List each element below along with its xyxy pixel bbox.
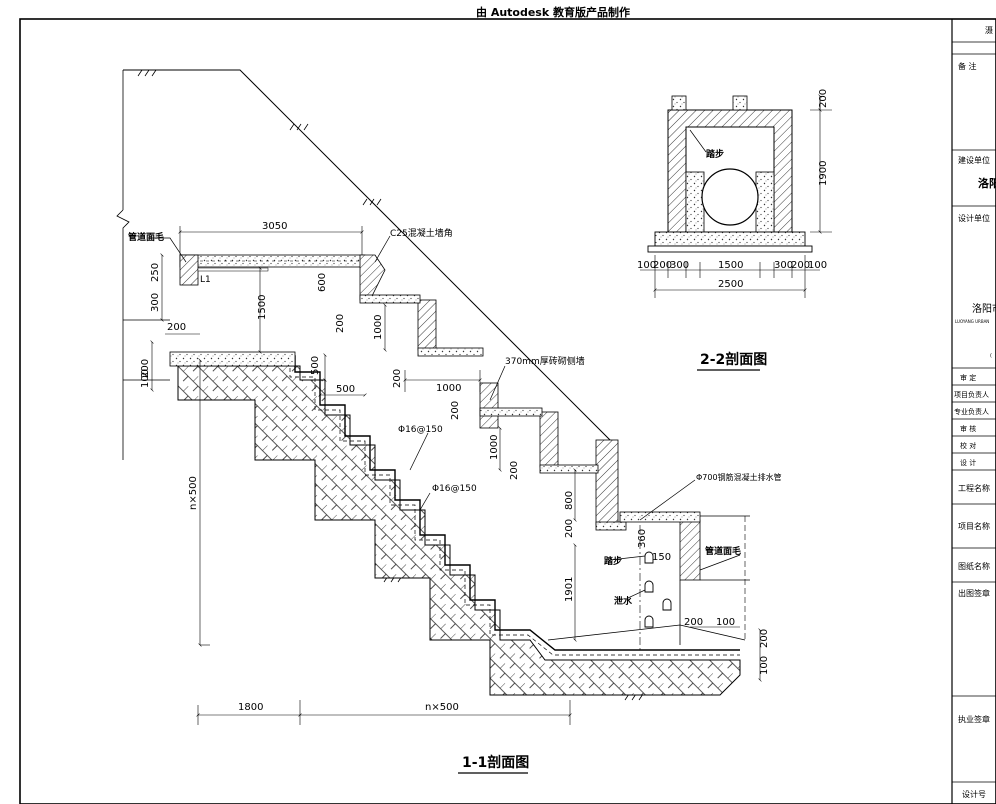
section-2-2: 踏步 200 1900 100 200 300 1500 300 200 100… bbox=[637, 89, 832, 371]
tb-row-4: 校 对 bbox=[960, 441, 976, 450]
tb-designer-label: 设计单位 bbox=[958, 213, 990, 223]
dim-500b: 500 bbox=[336, 384, 355, 395]
tb-row-3: 审 核 bbox=[960, 424, 976, 433]
chamber-2-2-base bbox=[654, 231, 806, 247]
tb-row-1: 项目负责人 bbox=[954, 390, 989, 399]
label-rebar-a: Φ16@150 bbox=[398, 425, 443, 435]
dim-1000c: 1000 bbox=[489, 435, 500, 460]
tb-license-seal: 执业签章 bbox=[958, 714, 990, 724]
chamber-2-2-cap-left bbox=[671, 95, 687, 111]
dimension-lines bbox=[150, 226, 762, 725]
dim-2-2-b100a: 100 bbox=[637, 260, 656, 271]
tb-row-0: 审 定 bbox=[960, 373, 976, 382]
dim-100c: 100 bbox=[759, 656, 770, 675]
label-drain-hole-side: 管道面毛 bbox=[705, 545, 741, 557]
dim-2-2-200: 200 bbox=[818, 89, 829, 108]
dim-200i: 200 bbox=[759, 629, 770, 648]
dim-150: 150 bbox=[652, 552, 671, 563]
dim-200b: 200 bbox=[140, 359, 151, 378]
rebar-line-outer bbox=[170, 355, 740, 651]
dim-100: 100 bbox=[140, 369, 151, 388]
dim-300: 300 bbox=[150, 293, 161, 312]
dim-1901: 1901 bbox=[564, 577, 575, 602]
label-step-rung: 踏步 bbox=[604, 555, 622, 567]
dim-2-2-b100b: 100 bbox=[808, 260, 827, 271]
dim-3050: 3050 bbox=[262, 221, 287, 232]
chamber-cover bbox=[619, 511, 701, 523]
dim-2-2-b200b: 200 bbox=[791, 260, 810, 271]
dim-nx500-v: n×500 bbox=[188, 476, 199, 510]
label-pipe-700: Φ700钢筋混凝土排水管 bbox=[696, 472, 782, 482]
title-block: 滠 备 注 建设单位 洛阳 设计单位 洛阳市 LUOYANG URBAN ( 审… bbox=[952, 26, 996, 799]
tb-client-label: 建设单位 bbox=[958, 155, 990, 165]
dim-100b: 100 bbox=[716, 617, 735, 628]
tb-design-no: 设计号 bbox=[962, 789, 986, 799]
dim-1000b: 1000 bbox=[436, 383, 461, 394]
label-weep: 泄水 bbox=[614, 595, 633, 607]
dim-1500: 1500 bbox=[257, 295, 268, 320]
pipe-2-2 bbox=[701, 168, 759, 226]
dim-200e: 200 bbox=[450, 401, 461, 420]
dim-200a: 200 bbox=[167, 322, 186, 333]
dim-nx500-h: n×500 bbox=[425, 702, 459, 713]
tb-top: 滠 bbox=[985, 26, 993, 35]
tb-designer-sub: LUOYANG URBAN bbox=[955, 319, 989, 324]
section-2-2-title: 2-2剖面图 bbox=[700, 351, 767, 368]
dim-200d: 200 bbox=[392, 369, 403, 388]
step-rungs bbox=[644, 551, 672, 628]
step-slabs bbox=[359, 294, 627, 531]
label-concrete-corner: C25混凝土墙角 bbox=[390, 227, 453, 239]
dim-200f: 200 bbox=[509, 461, 520, 480]
dim-500a: 500 bbox=[310, 356, 321, 375]
rebar-line-inner bbox=[170, 361, 740, 656]
tb-small-mark: ( bbox=[990, 353, 992, 359]
section-1-1: 管道面毛 C25混凝土墙角 L1 370mm厚砖砌侧墙 Φ16@150 Φ16@… bbox=[116, 69, 782, 774]
label-wall-370: 370mm厚砖砌侧墙 bbox=[505, 355, 585, 367]
tb-row-5: 设 计 bbox=[960, 458, 976, 467]
break-symbol bbox=[116, 209, 130, 250]
section-1-1-title: 1-1剖面图 bbox=[462, 754, 529, 771]
label-rebar-b: Φ16@150 bbox=[432, 484, 477, 494]
label-drain-hole-top: 管道面毛 bbox=[128, 231, 164, 243]
dim-800: 800 bbox=[564, 491, 575, 510]
dim-1000a: 1000 bbox=[373, 315, 384, 340]
dim-2-2-1900: 1900 bbox=[818, 161, 829, 186]
inlet-chamber-wall bbox=[679, 519, 701, 581]
chamber-2-2-foundation bbox=[647, 245, 813, 253]
dim-600: 600 bbox=[317, 273, 328, 292]
sheet-frame bbox=[19, 18, 996, 804]
tb-designer-value: 洛阳市 bbox=[972, 302, 996, 315]
dim-2-2-b1500: 1500 bbox=[718, 260, 743, 271]
tb-item-name: 项目名称 bbox=[958, 521, 990, 531]
tb-client-value: 洛阳 bbox=[978, 176, 996, 190]
label-2-2-step: 踏步 bbox=[706, 148, 724, 160]
top-landing-slab bbox=[169, 351, 296, 367]
dim-2-2-b200a: 200 bbox=[653, 260, 672, 271]
watermark-text: 由 Autodesk 教育版产品制作 bbox=[476, 5, 630, 19]
tb-notes: 备 注 bbox=[958, 61, 977, 71]
tb-row-2: 专业负责人 bbox=[954, 407, 989, 416]
dim-1800: 1800 bbox=[238, 702, 263, 713]
dim-360: 360 bbox=[637, 529, 648, 548]
dim-200g: 200 bbox=[564, 519, 575, 538]
dim-200c: 200 bbox=[335, 314, 346, 333]
leader-lines bbox=[148, 235, 741, 599]
dim-2-2-b2500: 2500 bbox=[718, 279, 743, 290]
dim-2-2-b300a: 300 bbox=[670, 260, 689, 271]
dim-250: 250 bbox=[150, 263, 161, 282]
top-left-wall bbox=[179, 254, 199, 286]
tb-issue-seal: 出图签章 bbox=[958, 588, 990, 598]
brick-side-wall bbox=[359, 254, 619, 526]
dim-200h: 200 bbox=[684, 617, 703, 628]
tb-drawing-name: 图纸名称 bbox=[958, 561, 990, 571]
tb-project-name: 工程名称 bbox=[958, 483, 990, 493]
label-l1: L1 bbox=[200, 275, 211, 285]
dim-2-2-b300b: 300 bbox=[774, 260, 793, 271]
chamber-2-2-cap-right bbox=[732, 95, 748, 111]
stepped-brick-base bbox=[177, 365, 741, 696]
